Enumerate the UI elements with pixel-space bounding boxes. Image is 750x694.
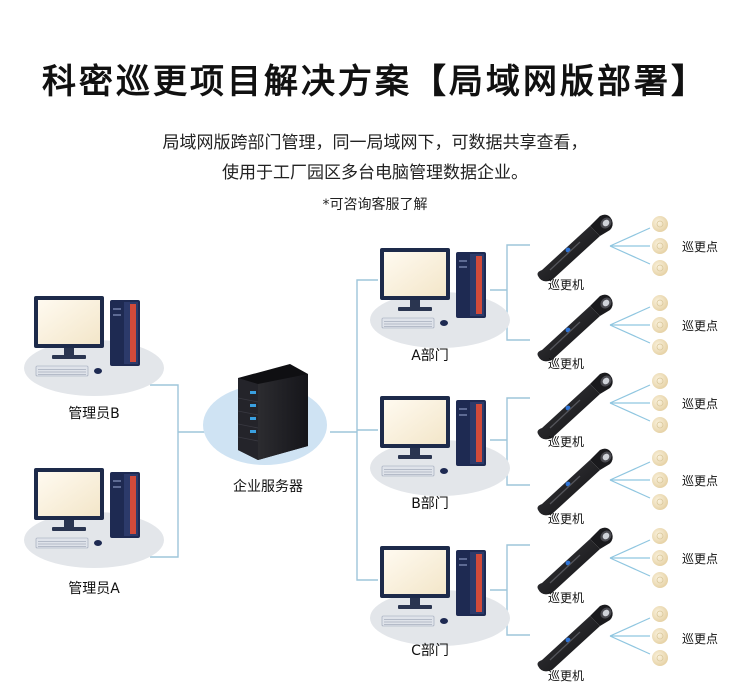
server-led-4: [250, 430, 256, 433]
patrol-device-c2: [536, 604, 615, 672]
patrol-device-b1: [536, 372, 615, 440]
dept-b-device-bracket: [506, 397, 530, 486]
patrol-points-c2: [609, 605, 669, 667]
device-label-a2: 巡更机: [547, 357, 584, 371]
admin-a-label: 管理员A: [68, 581, 120, 597]
page-title: 科密巡更项目解决方案【局域网版部署】: [42, 62, 708, 102]
device-label-c2: 巡更机: [547, 669, 584, 683]
admin-bracket-line: [150, 384, 179, 558]
patrol-device-a1: [536, 214, 615, 282]
department-b-computer: [369, 395, 511, 497]
points-label-b2: 巡更点: [681, 474, 718, 488]
device-label-b1: 巡更机: [547, 435, 584, 449]
points-label-b1: 巡更点: [681, 397, 718, 411]
department-a-computer: [369, 247, 511, 349]
department-b-label: B部门: [411, 496, 449, 512]
admin-a-computer: [23, 467, 165, 569]
patrol-points-a2: [609, 294, 669, 356]
server-led-2: [250, 404, 256, 407]
device-label-b2: 巡更机: [547, 512, 584, 526]
points-label-c1: 巡更点: [681, 552, 718, 566]
connection-lines: [150, 244, 530, 636]
patrol-points-b1: [609, 372, 669, 434]
enterprise-server: [203, 364, 327, 465]
points-label-a1: 巡更点: [681, 240, 718, 254]
department-a-label: A部门: [411, 348, 449, 364]
consult-note: *可咨询客服了解: [322, 197, 428, 213]
server-led-1: [250, 391, 256, 394]
patrol-points-b2: [609, 449, 669, 511]
patrol-points-a1: [609, 215, 669, 277]
patrol-device-a2: [536, 294, 615, 362]
points-label-c2: 巡更点: [681, 632, 718, 646]
description-line-1: 局域网版跨部门管理，同一局域网下，可数据共享查看，: [162, 133, 588, 153]
description-line-2: 使用于工厂园区多台电脑管理数据企业。: [222, 163, 528, 183]
admin-b-label: 管理员B: [68, 406, 120, 422]
department-c-computer: [369, 545, 511, 647]
patrol-points-c1: [609, 527, 669, 589]
device-label-c1: 巡更机: [547, 591, 584, 605]
dept-c-device-bracket: [506, 544, 530, 636]
patrol-device-b2: [536, 448, 615, 516]
dept-a-device-bracket: [506, 244, 530, 341]
admin-b-computer: [23, 295, 165, 397]
department-c-label: C部门: [411, 643, 449, 659]
server-led-3: [250, 417, 256, 420]
patrol-device-c1: [536, 527, 615, 595]
server-label: 企业服务器: [233, 479, 303, 495]
points-label-a2: 巡更点: [681, 319, 718, 333]
device-label-a1: 巡更机: [547, 278, 584, 292]
